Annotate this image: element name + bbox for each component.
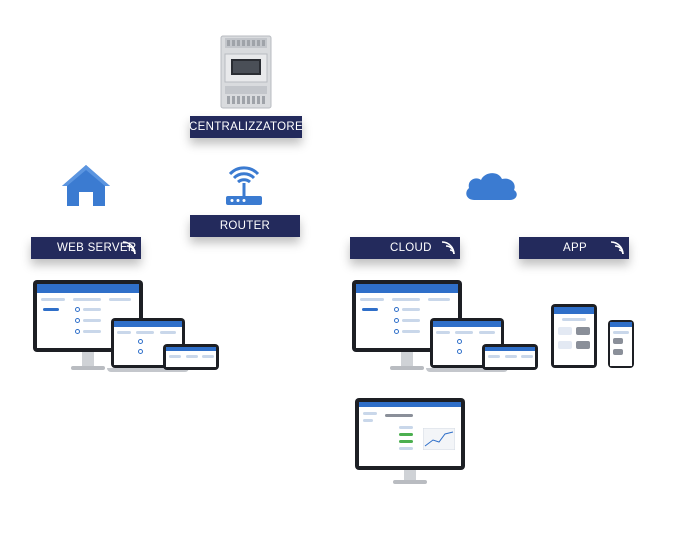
cloud-label: CLOUD	[350, 237, 460, 259]
cloud-devices	[352, 280, 542, 376]
cloud-label-text: CLOUD	[390, 242, 432, 254]
cloud-icon	[462, 168, 520, 202]
tablet-screen	[163, 344, 219, 370]
web-server-devices	[33, 280, 223, 376]
wifi-icon	[610, 241, 624, 255]
house-icon	[60, 162, 112, 208]
tablet-screen	[482, 344, 538, 370]
wifi-icon	[122, 241, 136, 255]
app-label-text: APP	[563, 242, 587, 254]
app-label: APP	[519, 237, 629, 259]
centralizzatore-label: CENTRALIZZATORE	[189, 116, 303, 138]
controller-device-icon	[219, 34, 273, 110]
router-icon	[222, 164, 266, 208]
router-label: ROUTER	[190, 215, 300, 237]
app-tablet-screen	[551, 304, 597, 368]
centralizzatore-label-text: CENTRALIZZATORE	[189, 121, 303, 133]
wifi-icon	[441, 241, 455, 255]
web-server-label-text: WEB SERVER	[57, 242, 137, 254]
app-phone-screen	[608, 320, 634, 368]
laptop-screen	[111, 318, 185, 368]
router-label-text: ROUTER	[219, 220, 271, 232]
web-server-label: WEB SERVER	[31, 237, 141, 259]
desktop-screen	[355, 398, 465, 470]
cloud-dashboard-monitor	[355, 398, 465, 488]
